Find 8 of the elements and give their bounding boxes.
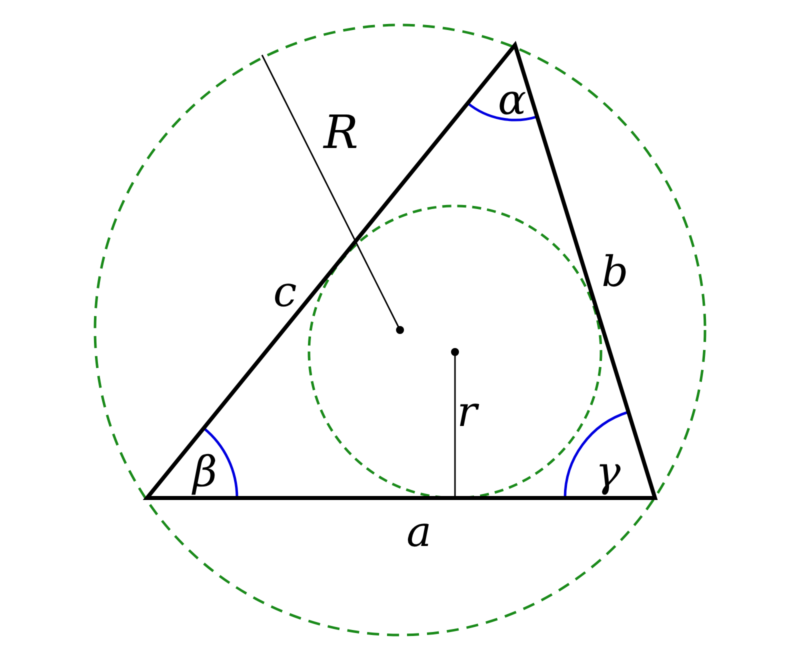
side-label: c [273, 271, 297, 313]
radius-label: r [456, 391, 478, 433]
side-label: a [406, 511, 432, 553]
side-label: b [602, 251, 628, 293]
radius-label: R [324, 109, 358, 155]
angle-label: α [498, 79, 526, 121]
angle-label: β [192, 451, 218, 493]
angle-label: γ [595, 451, 621, 493]
